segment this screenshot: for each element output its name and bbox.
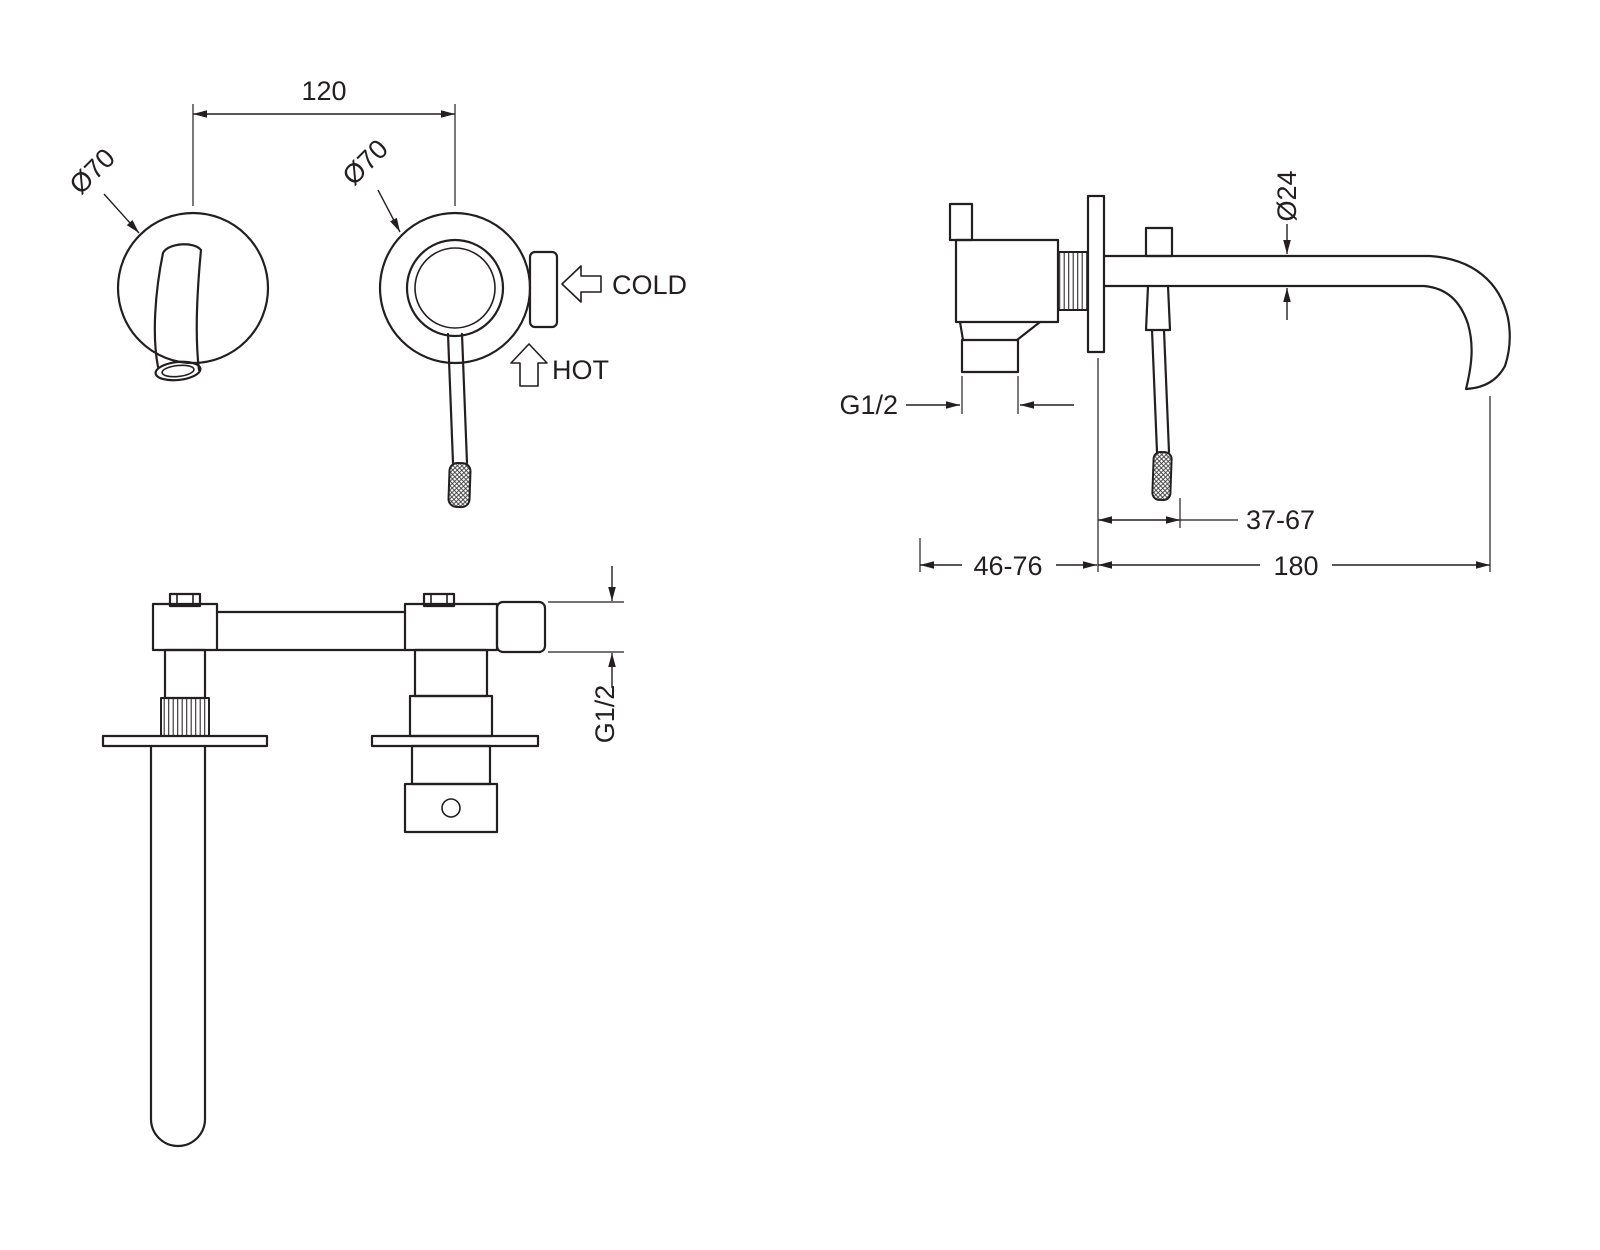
dim-left-escutcheon-diameter: Ø70 bbox=[64, 143, 140, 234]
spout-wall-flange bbox=[101, 734, 269, 748]
cold-inlet-indicator: COLD bbox=[561, 265, 687, 303]
dim-left-diameter-label: Ø70 bbox=[64, 143, 121, 200]
dim-outlet-thread: G1/2 bbox=[548, 566, 624, 743]
mixer-wall-flange bbox=[370, 734, 540, 748]
valve-body bbox=[954, 238, 1060, 324]
hot-arrow-icon bbox=[510, 343, 548, 387]
spout-profile bbox=[1102, 254, 1511, 391]
dim-spout-diameter-label: Ø24 bbox=[1272, 170, 1302, 221]
mixer-manifold-block bbox=[403, 782, 499, 834]
mixer-assembly-plan bbox=[370, 592, 547, 834]
valve-top-tab bbox=[948, 202, 974, 242]
outlet-cap-plan bbox=[495, 600, 547, 654]
dim-handle-clearance-label: 37-67 bbox=[1246, 505, 1315, 535]
dim-outlet-thread-label: G1/2 bbox=[590, 685, 620, 744]
dim-handle-clearance: 37-67 bbox=[1097, 358, 1315, 572]
label-mask bbox=[1260, 549, 1332, 581]
handle-knurl-grip bbox=[1151, 450, 1173, 502]
leader-line bbox=[103, 193, 140, 234]
dim-right-diameter-label: Ø70 bbox=[337, 134, 394, 191]
cold-arrow-icon bbox=[561, 265, 602, 303]
dim-inlet-thread: G1/2 bbox=[839, 376, 1074, 420]
hot-inlet-indicator: HOT bbox=[510, 343, 609, 387]
mixer-body-below-flange bbox=[410, 744, 492, 786]
outlet-stub-front bbox=[528, 250, 559, 329]
cartridge-outer-circle bbox=[405, 238, 505, 338]
handle-collar bbox=[1144, 284, 1172, 332]
spout-mouth-inner bbox=[161, 364, 195, 378]
label-mask bbox=[962, 549, 1056, 581]
dim-spout-reach: 180 bbox=[1098, 396, 1491, 581]
handle-knurl-grip bbox=[447, 461, 472, 509]
handle-front bbox=[446, 332, 472, 509]
leader-line bbox=[377, 189, 401, 233]
left-escutcheon-circle bbox=[116, 211, 270, 365]
valve-thread-section bbox=[1057, 251, 1089, 311]
spout-valve-block bbox=[151, 602, 219, 652]
valve-body-side bbox=[948, 202, 1089, 374]
spout-top-tab bbox=[168, 592, 202, 608]
body-tube-plan bbox=[215, 610, 407, 652]
wall-plate bbox=[1086, 194, 1106, 354]
dim-wall-depth-label: 46-76 bbox=[973, 551, 1042, 581]
mixer-valve-block bbox=[403, 602, 499, 652]
dim-spout-reach-label: 180 bbox=[1273, 551, 1318, 581]
front-view: 120 Ø70 Ø70 COLD bbox=[64, 76, 687, 509]
cold-label: COLD bbox=[612, 270, 687, 300]
dim-spout-diameter: Ø24 bbox=[1272, 170, 1302, 320]
dim-inlet-thread-label: G1/2 bbox=[839, 390, 898, 420]
handle-rod bbox=[1150, 328, 1171, 454]
spout-neck bbox=[163, 648, 207, 700]
handle-lever bbox=[446, 332, 469, 465]
manifold-screw-hole bbox=[441, 798, 461, 818]
spout-tube-plan bbox=[149, 744, 207, 1148]
dim-right-escutcheon-diameter: Ø70 bbox=[337, 134, 401, 233]
side-view: Ø24 G1/2 37-67 46-76 bbox=[839, 170, 1511, 581]
dim-hole-spacing-label: 120 bbox=[301, 76, 346, 106]
cartridge-stub bbox=[1144, 226, 1174, 258]
spout-thread-section bbox=[160, 697, 210, 737]
spout-assembly-plan bbox=[101, 592, 269, 1148]
dim-wall-depth: 46-76 bbox=[919, 538, 1097, 581]
plan-view: G1/2 bbox=[101, 566, 624, 1148]
hot-label: HOT bbox=[552, 355, 609, 385]
inlet-stub bbox=[960, 338, 1020, 374]
spout-front bbox=[153, 243, 203, 382]
handle-side bbox=[1144, 226, 1174, 502]
valve-taper-lines bbox=[958, 320, 1042, 342]
spout-mouth-outer bbox=[154, 360, 202, 382]
mixer-lower-cylinder bbox=[408, 694, 494, 738]
dim-hole-spacing: 120 bbox=[192, 76, 456, 206]
mixer-top-tab bbox=[422, 592, 456, 608]
cartridge-inner-circle bbox=[414, 247, 496, 329]
mixer-upper-cylinder bbox=[413, 648, 489, 698]
spout-outline bbox=[153, 243, 203, 372]
right-escutcheon-circle bbox=[378, 211, 532, 365]
